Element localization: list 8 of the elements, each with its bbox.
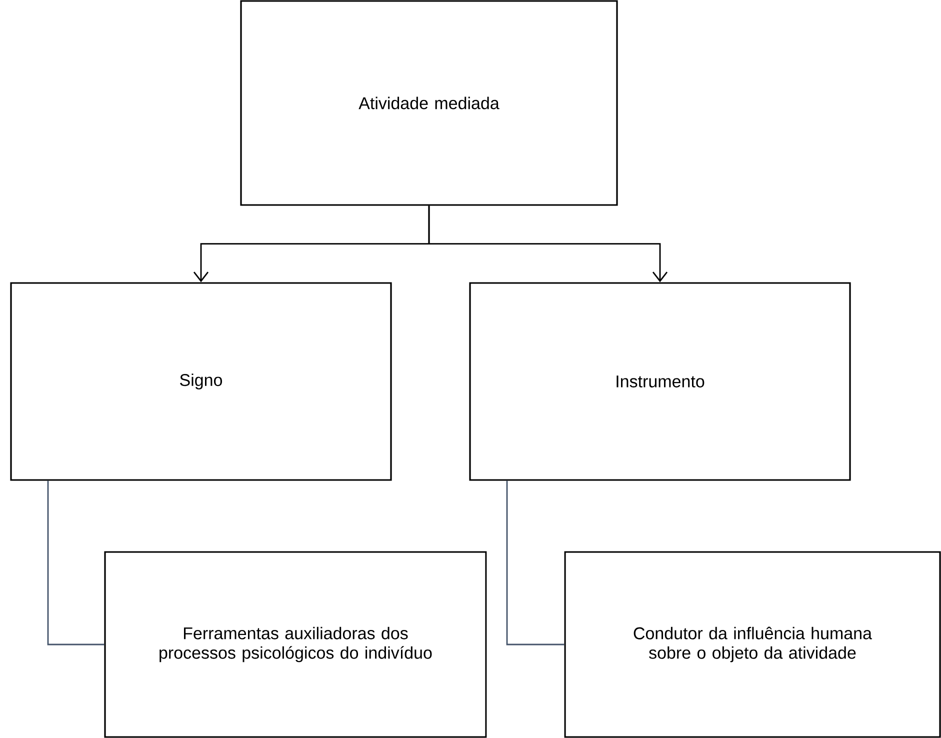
connector bbox=[506, 480, 564, 646]
connector bbox=[47, 480, 104, 646]
connector bbox=[428, 206, 668, 282]
text-box: Condutor da influência humana sobre o objeto da atividade bbox=[564, 551, 941, 738]
text-box: Signo bbox=[10, 282, 392, 481]
text-box: Atividade mediada bbox=[240, 0, 618, 206]
text-box: Instrumento bbox=[469, 282, 851, 481]
text-box: Ferramentas auxiliadoras dos processos psicológicos do indivíduo bbox=[104, 551, 487, 738]
